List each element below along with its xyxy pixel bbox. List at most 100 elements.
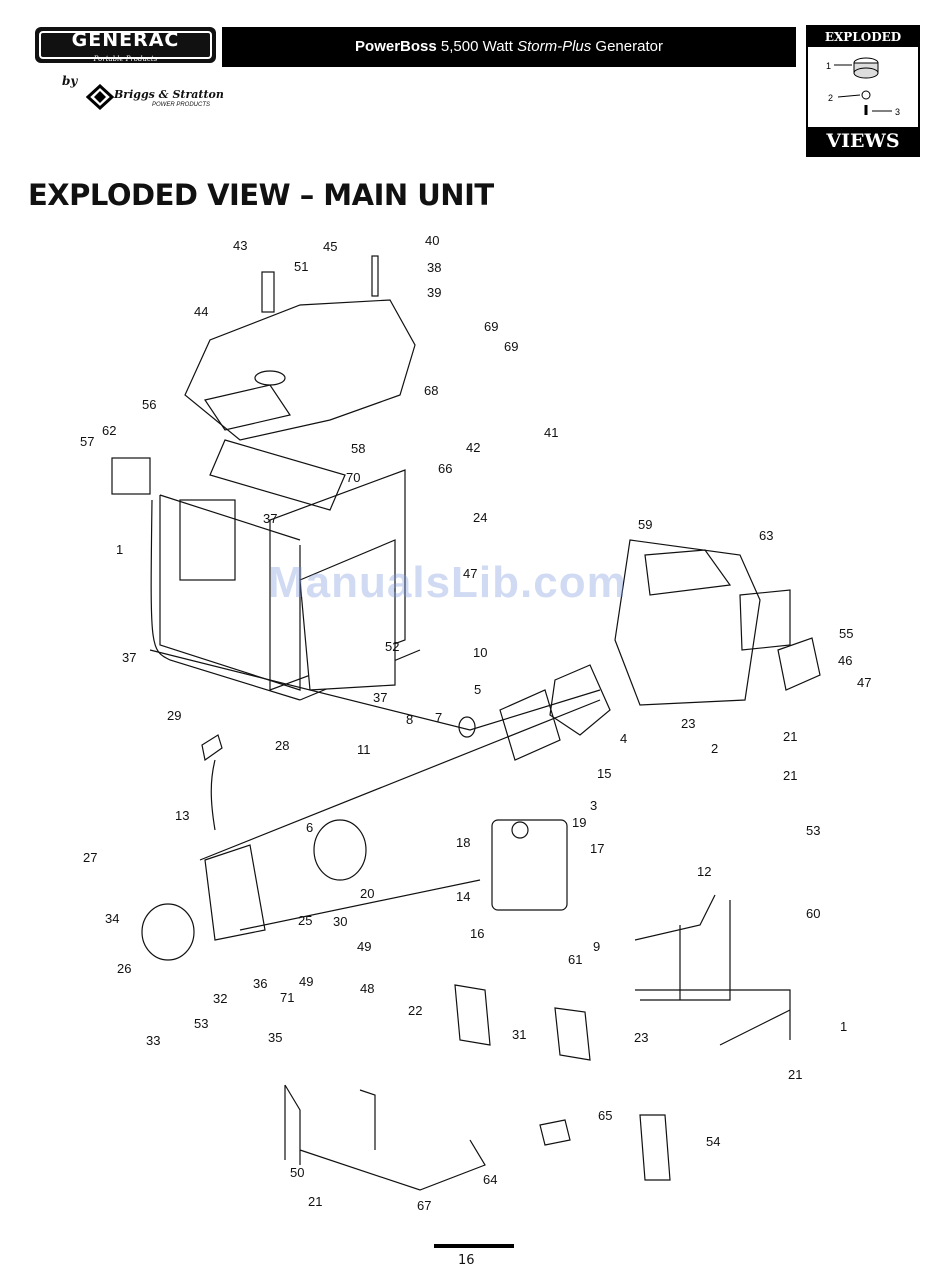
muffler-cap bbox=[511, 821, 529, 839]
part-label: 46 bbox=[838, 653, 852, 668]
part-label: 59 bbox=[638, 517, 652, 532]
part-label: 58 bbox=[351, 441, 365, 456]
part-label: 29 bbox=[167, 708, 181, 723]
part-label: 49 bbox=[357, 939, 371, 954]
part-label: 27 bbox=[83, 850, 97, 865]
part-label: 47 bbox=[857, 675, 871, 690]
part-label: 60 bbox=[806, 906, 820, 921]
title-tail: Generator bbox=[591, 38, 663, 55]
part-label: 28 bbox=[275, 738, 289, 753]
washer-7 bbox=[458, 716, 476, 738]
part-label: 21 bbox=[783, 729, 797, 744]
part-label: 22 bbox=[408, 1003, 422, 1018]
engine-base-frame bbox=[634, 894, 791, 1046]
side-shield bbox=[299, 539, 396, 691]
spark-plug bbox=[539, 1119, 571, 1146]
wire-harness-28 bbox=[210, 759, 216, 831]
part-label: 61 bbox=[568, 952, 582, 967]
handle-frame bbox=[284, 1084, 486, 1191]
heat-shield bbox=[209, 439, 346, 511]
rotor bbox=[499, 689, 561, 761]
stator bbox=[313, 819, 367, 881]
part-label: 21 bbox=[783, 768, 797, 783]
part-label: 35 bbox=[268, 1030, 282, 1045]
badge-parts-icon: 1 2 3 bbox=[826, 57, 900, 117]
part-label: 7 bbox=[435, 710, 442, 725]
part-label: 53 bbox=[194, 1016, 208, 1031]
page-number: 16 bbox=[458, 1253, 475, 1268]
generac-logo: GENERAC Portable Products bbox=[35, 27, 216, 63]
part-label: 69 bbox=[504, 339, 518, 354]
watermark: ManualsLib.com bbox=[268, 558, 627, 607]
part-label: 30 bbox=[333, 914, 347, 929]
page-heading: EXPLODED VIEW – MAIN UNIT bbox=[28, 178, 494, 212]
partner-subtitle: POWER PRODUCTS bbox=[152, 102, 211, 108]
part-label: 44 bbox=[194, 304, 208, 319]
part-label: 69 bbox=[484, 319, 498, 334]
part-label: 43 bbox=[233, 238, 247, 253]
part-label: 64 bbox=[483, 1172, 497, 1187]
part-label: 31 bbox=[512, 1027, 526, 1042]
badge-item-2: 2 bbox=[828, 93, 833, 103]
part-label: 23 bbox=[681, 716, 695, 731]
part-label: 53 bbox=[806, 823, 820, 838]
part-label: 48 bbox=[360, 981, 374, 996]
rear-grille bbox=[141, 903, 195, 961]
part-label: 34 bbox=[105, 911, 119, 926]
partner-name: Briggs & Stratton bbox=[114, 88, 224, 101]
briggs-logo-icon bbox=[86, 84, 115, 110]
badge-item-1: 1 bbox=[826, 61, 831, 71]
part-label: 11 bbox=[357, 742, 371, 757]
part-label: 68 bbox=[424, 383, 438, 398]
part-label: 41 bbox=[544, 425, 558, 440]
part-label: 17 bbox=[590, 841, 604, 856]
part-label: 66 bbox=[438, 461, 452, 476]
air-filter bbox=[739, 589, 791, 651]
brand-subtitle: Portable Products bbox=[93, 55, 158, 63]
part-label: 45 bbox=[323, 239, 337, 254]
part-label: 23 bbox=[634, 1030, 648, 1045]
manual-book bbox=[454, 984, 491, 1046]
part-label: 2 bbox=[711, 741, 718, 756]
outlet-29 bbox=[201, 734, 223, 762]
part-label: 39 bbox=[427, 285, 441, 300]
part-label: 63 bbox=[759, 528, 773, 543]
oil-bottle bbox=[639, 1114, 671, 1181]
part-label: 33 bbox=[146, 1033, 160, 1048]
part-label: 26 bbox=[117, 961, 131, 976]
part-label: 6 bbox=[306, 820, 313, 835]
part-label: 37 bbox=[373, 690, 387, 705]
part-label: 42 bbox=[466, 440, 480, 455]
badge-item-3: 3 bbox=[895, 107, 900, 117]
engine-shroud bbox=[644, 549, 732, 596]
by-text: by bbox=[62, 74, 78, 88]
part-label: 1 bbox=[116, 542, 123, 557]
part-label: 12 bbox=[697, 864, 711, 879]
muffler bbox=[491, 819, 568, 911]
part-label: 1 bbox=[840, 1019, 847, 1034]
part-label: 51 bbox=[294, 259, 308, 274]
page-rule bbox=[434, 1244, 514, 1248]
part-label: 19 bbox=[572, 815, 586, 830]
part-label: 14 bbox=[456, 889, 470, 904]
part-label: 71 bbox=[280, 990, 294, 1005]
exploded-views-badge: EXPLODED 1 2 3 VIEWS bbox=[806, 25, 920, 157]
part-label: 70 bbox=[346, 470, 360, 485]
document-title: PowerBoss 5,500 Watt Storm-Plus Generato… bbox=[222, 27, 796, 67]
part-label: 21 bbox=[788, 1067, 802, 1082]
title-watt: 5,500 Watt bbox=[436, 38, 518, 55]
part-label: 47 bbox=[463, 566, 477, 581]
part-label: 54 bbox=[706, 1134, 720, 1149]
decal-57 bbox=[111, 457, 151, 495]
part-label: 10 bbox=[473, 645, 487, 660]
part-label: 56 bbox=[142, 397, 156, 412]
badge-top: EXPLODED bbox=[808, 27, 918, 47]
tank-bolt bbox=[371, 255, 379, 297]
part-label: 37 bbox=[122, 650, 136, 665]
part-label: 65 bbox=[598, 1108, 612, 1123]
part-label: 5 bbox=[474, 682, 481, 697]
part-label: 3 bbox=[590, 798, 597, 813]
part-label: 36 bbox=[253, 976, 267, 991]
